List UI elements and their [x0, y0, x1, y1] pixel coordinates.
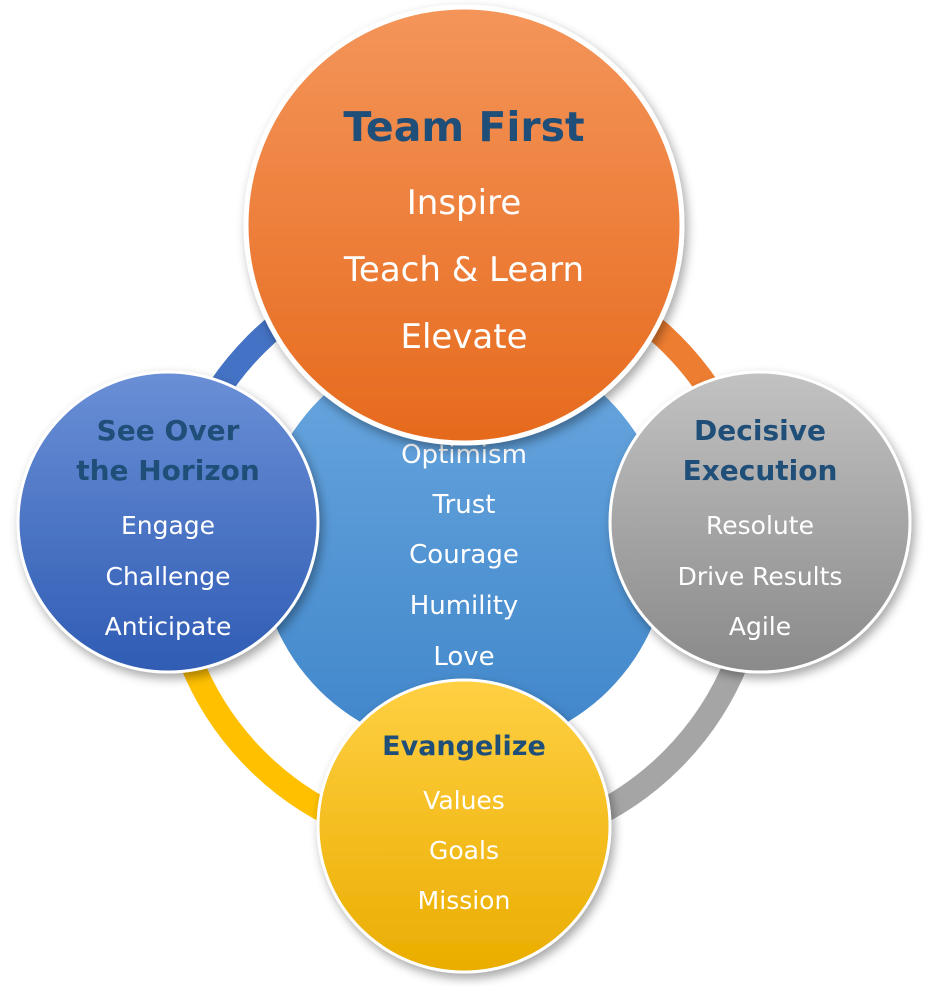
bottom-item: Values	[423, 786, 505, 815]
right-title-line: Execution	[683, 454, 838, 487]
bottom-title: Evangelize	[382, 731, 546, 762]
left-item: Challenge	[106, 562, 231, 591]
center-item: Courage	[409, 540, 519, 570]
right-item: Resolute	[706, 511, 814, 540]
top-item: Elevate	[400, 317, 527, 357]
top-circle: Team First Inspire Teach & Learn Elevate	[243, 4, 685, 446]
left-title-line: the Horizon	[76, 454, 260, 487]
left-title-line: See Over	[97, 414, 240, 447]
center-item: Love	[433, 642, 494, 672]
top-item: Teach & Learn	[343, 250, 584, 290]
right-circle: Decisive Execution Resolute Drive Result…	[608, 370, 912, 674]
bottom-item: Goals	[429, 836, 499, 865]
right-item: Drive Results	[678, 562, 843, 591]
bottom-circle: Evangelize Values Goals Mission	[316, 678, 612, 974]
left-item: Anticipate	[105, 612, 232, 641]
center-item: Trust	[432, 490, 496, 520]
left-item: Engage	[121, 511, 215, 540]
center-item: Humility	[410, 591, 519, 621]
right-title-line: Decisive	[694, 414, 826, 447]
bottom-item: Mission	[418, 886, 511, 915]
right-item: Agile	[729, 612, 791, 641]
top-item: Inspire	[407, 183, 521, 223]
top-title: Team First	[343, 103, 584, 151]
left-circle: See Over the Horizon Engage Challenge An…	[16, 370, 320, 674]
center-circle: Optimism Trust Courage Humility Love	[259, 340, 669, 750]
